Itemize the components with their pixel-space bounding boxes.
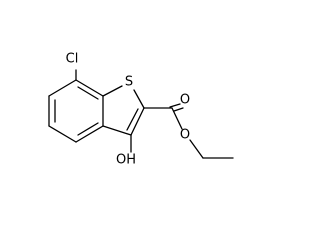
bond-c7a-c7 — [75, 79, 104, 97]
bond-carbonyl-double-a — [169, 103, 181, 108]
carbonyl-oxygen-label: O — [180, 93, 190, 108]
molecule-structure: Cl S O O OH — [48, 52, 234, 168]
hydroxyl-label: OH — [116, 153, 136, 168]
bond-c7a-s — [102, 85, 123, 97]
bond-s-c2 — [133, 89, 145, 109]
bond-c7a-c7-inner — [77, 86, 99, 100]
bond-carbonyl-carbon-ester-oxygen — [171, 107, 183, 130]
ester-oxygen-label: O — [180, 128, 190, 143]
sulfur-label: S — [125, 75, 133, 90]
molecule-canvas: Cl S O O OH — [48, 51, 234, 168]
bond-c3-c3a — [102, 125, 132, 136]
bond-c2-c3-inner — [126, 108, 139, 131]
bond-c2-c3 — [130, 107, 145, 136]
bond-c4-c3a — [75, 125, 104, 143]
bond-c4-c3a-inner — [77, 122, 99, 136]
bond-ester-oxygen-ch2 — [189, 139, 204, 159]
chlorine-label: Cl — [66, 52, 79, 67]
bond-c7-c6 — [48, 79, 77, 97]
bond-c5-c4 — [48, 125, 77, 143]
bond-carbonyl-double-b — [173, 107, 184, 112]
